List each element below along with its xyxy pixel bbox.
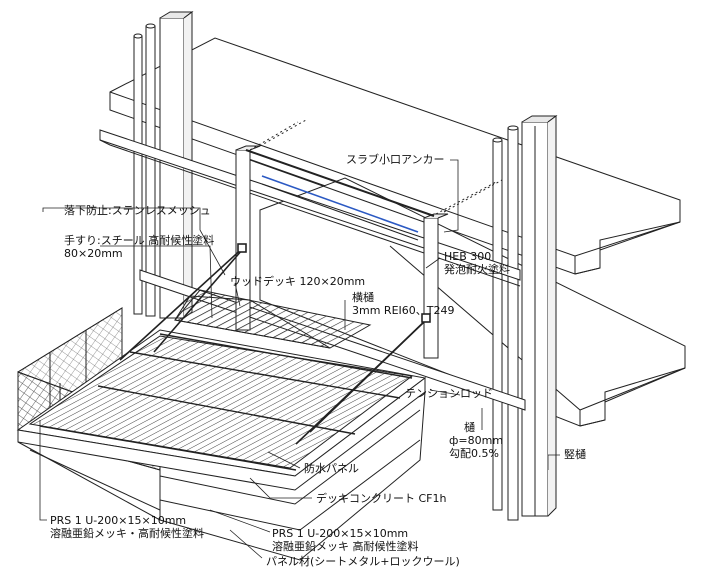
label-slab-anchor: スラブ小口アンカー: [346, 153, 445, 166]
right-column: [521, 115, 558, 517]
label-panel-material: パネル材(シートメタル+ロックウール): [266, 555, 460, 568]
left-column: [133, 11, 194, 319]
label-heb: HEB 300: [444, 250, 492, 263]
label-gutter-spec: 3mm REI60、T249: [352, 304, 455, 317]
label-drain: 樋: [464, 421, 475, 434]
label-prs-left-finish: 溶融亜鉛メッキ・高耐候性塗料: [50, 527, 204, 540]
right-downpipe: [492, 125, 519, 521]
label-heb-coating: 発泡耐火塗料: [444, 263, 510, 276]
label-handrail-size: 80×20mm: [64, 247, 123, 260]
label-waterproof-panel: 防水パネル: [304, 462, 359, 475]
label-fall-protection: 落下防止:ステンレスメッシュ: [64, 204, 211, 217]
label-drain-diameter: ф=80mm: [449, 434, 504, 447]
lower-slab: [259, 177, 686, 427]
label-deck-concrete: デッキコンクリート CF1h: [316, 492, 447, 505]
label-handrail: 手すり:スチール 高耐候性塗料: [64, 234, 215, 247]
leader-lines: [39, 159, 560, 559]
label-downpipe: 竪樋: [564, 448, 586, 461]
label-drain-slope: 勾配0.5%: [449, 447, 499, 460]
label-prs-right: PRS 1 U-200×15×10mm: [272, 527, 409, 540]
label-gutter: 横樋: [352, 291, 374, 304]
deck-platform: [16, 289, 427, 561]
label-prs-right-finish: 溶融亜鉛メッキ 高耐候性塗料: [272, 540, 419, 553]
label-tension-rod: テンションロッド: [405, 387, 493, 400]
heb-beam-upper: [99, 129, 521, 287]
frame-posts: [235, 119, 503, 359]
label-prs-left: PRS 1 U-200×15×10mm: [50, 514, 187, 527]
tension-rods: [119, 243, 431, 445]
label-wood-deck: ウッドデッキ 120×20mm: [230, 275, 366, 288]
